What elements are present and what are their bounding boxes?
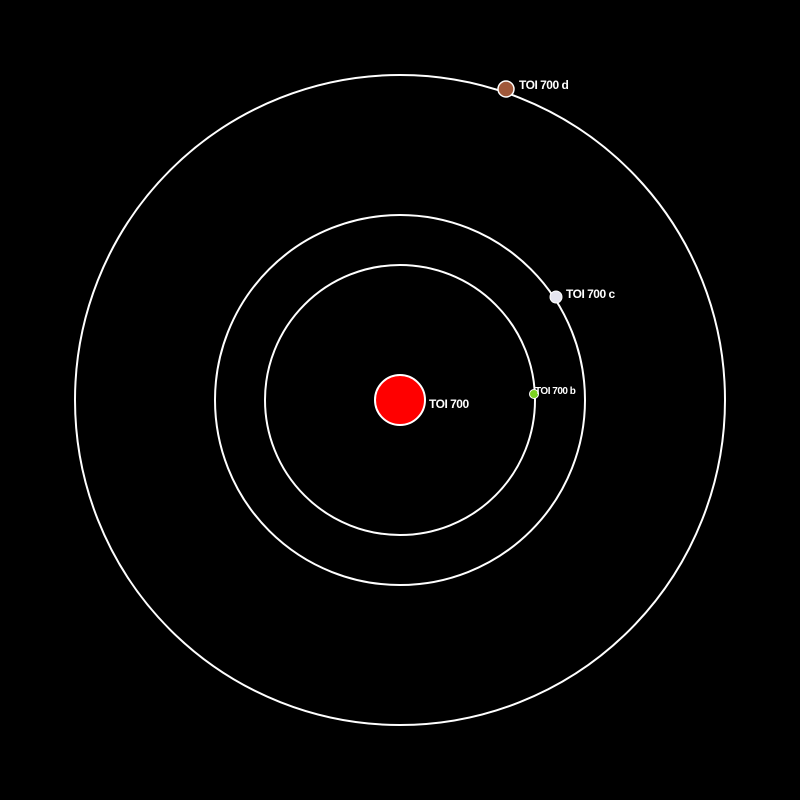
planet-b-body xyxy=(529,389,539,399)
orbit-planet-d xyxy=(74,74,726,726)
planet-c-label: TOI 700 c xyxy=(566,287,615,301)
star-label: TOI 700 xyxy=(429,397,469,411)
planet-d-body xyxy=(497,80,515,98)
planet-b-label: TOI 700 b xyxy=(535,386,576,397)
planet-c-body xyxy=(549,290,563,304)
planet-d-label: TOI 700 d xyxy=(519,78,568,92)
star-body xyxy=(374,374,426,426)
orbit-planet-c xyxy=(214,214,586,586)
orbit-planet-b xyxy=(264,264,536,536)
